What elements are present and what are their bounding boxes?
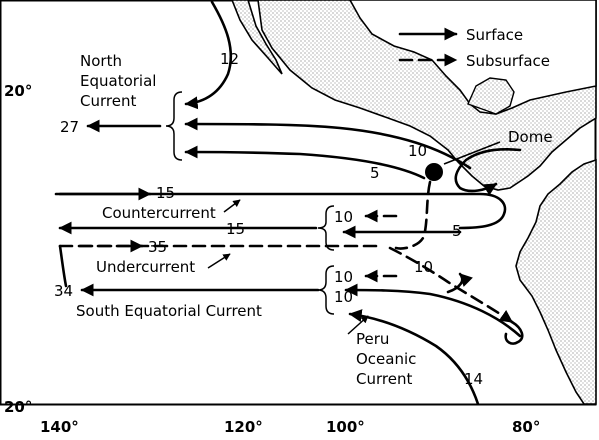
undercurrent-branch — [388, 246, 514, 324]
longitude-label-100: 100° — [326, 418, 365, 436]
peru-coastal-hook — [504, 320, 524, 345]
land-yucatan — [467, 77, 515, 115]
undercurrent-value: 35 — [148, 238, 167, 256]
undercurrent-west-hook — [58, 244, 68, 288]
south-equatorial-value: 34 — [54, 282, 73, 300]
south-equatorial-loop — [446, 272, 473, 294]
undercurrent-branch-value: 10 — [414, 258, 433, 276]
countercurrent-label-pointer — [223, 199, 241, 213]
north-equatorial-upper-flow — [184, 117, 472, 170]
north-equatorial-label-line3: Current — [80, 92, 136, 110]
peru-oceanic-label-line1: Peru — [356, 330, 389, 348]
dome-marker — [425, 163, 443, 181]
longitude-label-120: 120° — [224, 418, 263, 436]
north-inflow-value: 12 — [220, 50, 239, 68]
dome-pointer — [443, 141, 501, 165]
north-inflow-current — [184, 0, 233, 110]
south-equatorial-inflow — [344, 283, 522, 338]
countercurrent-return-lower-value: 5 — [452, 222, 462, 240]
dome-loop-value: 10 — [408, 142, 427, 160]
countercurrent-label: Countercurrent — [102, 204, 216, 222]
dome-label: Dome — [508, 128, 553, 146]
dome-loop-flow — [454, 148, 522, 196]
dome-subsurface-connector — [394, 180, 432, 250]
south-equatorial-upper-value: 10 — [334, 268, 353, 286]
countercurrent-main — [54, 192, 507, 230]
gulf-of-mexico — [349, 0, 597, 115]
peru-oceanic-value: 14 — [464, 370, 483, 388]
north-equatorial-label-line2: Equatorial — [80, 72, 156, 90]
legend-subsurface-label: Subsurface — [466, 52, 550, 70]
dome-inner-value: 5 — [370, 164, 380, 182]
peru-oceanic-label-pointer — [347, 315, 369, 335]
peru-oceanic-label-line2: Oceanic — [356, 350, 416, 368]
dome-inner-flow — [184, 145, 426, 180]
south-equatorial-brace — [317, 265, 335, 315]
latitude-label-north: 20° — [4, 82, 32, 100]
peru-oceanic-label-line3: Current — [356, 370, 412, 388]
longitude-label-80: 80° — [512, 418, 540, 436]
countercurrent-brace — [317, 205, 335, 251]
countercurrent-west-value: 15 — [156, 184, 175, 202]
north-equatorial-label-line1: North — [80, 52, 122, 70]
undercurrent-label-pointer — [207, 253, 231, 269]
countercurrent-return-upper-value: 10 — [334, 208, 353, 226]
undercurrent-label: Undercurrent — [96, 258, 195, 276]
peru-oceanic-current — [348, 309, 480, 406]
land-south-america — [515, 158, 597, 405]
legend-surface-label: Surface — [466, 26, 523, 44]
land-baja-california — [231, 0, 283, 75]
latitude-label-south: 20° — [4, 398, 32, 416]
countercurrent-mid-value: 15 — [226, 220, 245, 238]
south-equatorial-label: South Equatorial Current — [76, 302, 262, 320]
north-equatorial-brace — [165, 91, 183, 161]
north-equatorial-value: 27 — [60, 118, 79, 136]
longitude-label-140: 140° — [40, 418, 79, 436]
